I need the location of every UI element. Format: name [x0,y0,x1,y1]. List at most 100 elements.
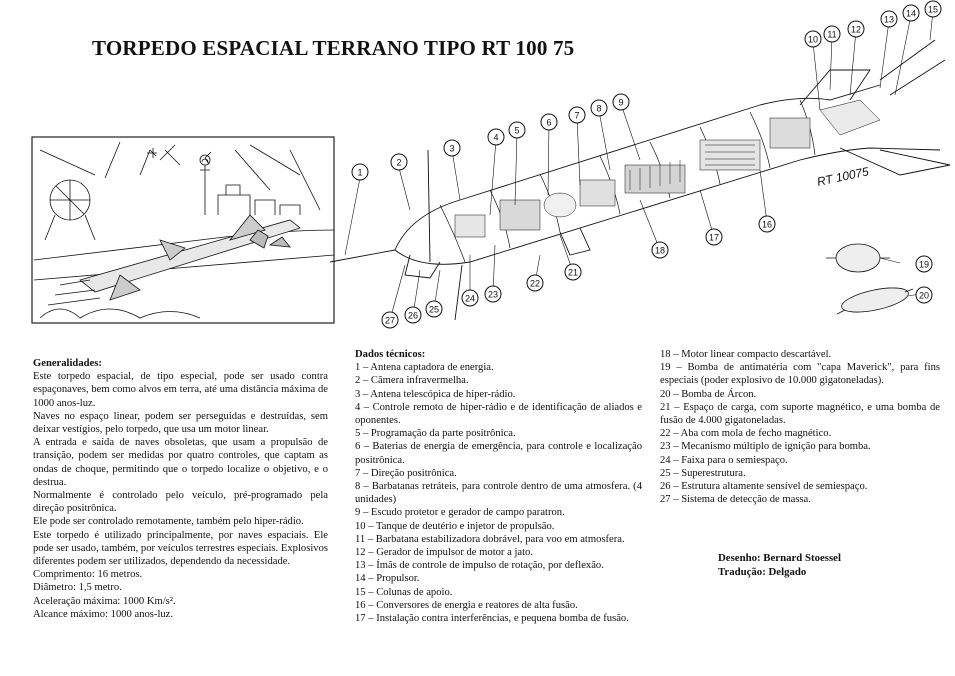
callout-label: 21 [568,268,578,278]
callout-label: 23 [488,290,498,300]
callout-label: 20 [919,291,929,301]
torpedo-cutaway: RT 10075 [329,39,951,321]
technical-data-item: 8 – Barbatanas retráteis, para controle … [355,481,642,506]
callout-7: 7 [568,106,586,124]
technical-data-item: 3 – Antena telescópica de hiper-rádio. [355,388,516,400]
callout-label: 19 [919,260,929,270]
callout-label: 17 [709,233,719,243]
spec-length: Comprimento: 16 metros. [33,569,143,581]
technical-data-item: 9 – Escudo protetor e gerador de campo p… [355,507,565,519]
drawing-credit: Desenho: Bernard Stoessel [718,552,841,564]
callout-label: 25 [429,305,439,315]
technical-data-item: 17 – Instalação contra interferências, e… [355,613,629,625]
callout-label: 2 [396,158,401,168]
callout-20: 20 [915,286,933,304]
generalidades-paragraph: Este torpedo é utilizado principalmente,… [33,529,328,568]
callout-label: 8 [596,104,601,114]
callout-22: 22 [526,274,544,292]
technical-data-column: Dados técnicos: 1 – Antena captadora de … [355,348,642,625]
callout-label: 3 [449,144,454,154]
callout-label: 1 [357,168,362,178]
callout-23: 23 [484,285,502,303]
technical-data-item: 6 – Baterias de energia de emergência, p… [355,441,642,466]
callout-label: 4 [493,133,498,143]
callout-27: 27 [381,311,399,329]
technical-data-item: 27 – Sistema de detecção de massa. [660,494,811,506]
generalidades-paragraph: Ele pode ser controlado remotamente, tam… [33,516,304,528]
callout-label: 12 [851,25,861,35]
callout-label: 18 [655,246,665,256]
technical-data-item: 19 – Bomba de antimatéria com "capa Mave… [660,362,940,387]
scene-illustration [31,136,335,324]
generalidades-paragraph: Naves no espaço linear, podem ser perseg… [33,410,328,436]
technical-data-list-continued: 18 – Motor linear compacto descartável. 1… [660,348,940,506]
callout-19: 19 [915,255,933,273]
callout-4: 4 [487,128,505,146]
callout-label: 16 [762,220,772,230]
callout-label: 14 [906,9,916,19]
spec-diameter: Diâmetro: 1,5 metro. [33,582,122,594]
generalidades-paragraph: A entrada e saída de naves obsoletas, qu… [33,437,328,488]
technical-data-item: 20 – Bomba de Árcon. [660,388,757,400]
callout-9: 9 [612,93,630,111]
callout-6: 6 [540,113,558,131]
technical-data-item: 13 – Ímãs de controle de impulso de rota… [355,560,604,572]
technical-data-list: 1 – Antena captadora de energia.2 – Câme… [355,361,642,625]
callout-label: 6 [546,118,551,128]
callout-16: 16 [758,215,776,233]
callout-label: 11 [827,30,836,40]
callout-label: 27 [385,316,395,326]
generalidades-paragraph: Normalmente é controlado pelo veículo, p… [33,490,328,515]
callout-15: 15 [924,0,942,18]
technical-data-item: 7 – Direção positrônica. [355,467,457,479]
technical-data-column-2: 18 – Motor linear compacto descartável. 1… [660,348,940,506]
technical-data-item: 14 – Propulsor. [355,573,420,585]
credits: Desenho: Bernard Stoessel Tradução: Delg… [718,551,841,579]
translation-credit: Tradução: Delgado [718,566,807,578]
technical-data-item: 15 – Colunas de apoio. [355,586,453,598]
technical-data-item: 10 – Tanque de deutério e injetor de pro… [355,520,555,532]
technical-data-item: 2 – Câmera infravermelha. [355,375,469,387]
spec-acceleration: Aceleração máxima: 1000 Km/s². [33,595,176,607]
generalidades-heading: Generalidades: [33,358,102,369]
callout-label: 26 [408,311,418,321]
callout-label: 22 [530,279,540,289]
callout-14: 14 [902,4,920,22]
technical-data-item: 12 – Gerador de impulsor de motor a jato… [355,547,533,559]
technical-data-item: 11 – Barbatana estabilizadora dobrável, … [355,533,625,545]
callout-24: 24 [461,289,479,307]
spec-range: Alcance máximo: 1000 anos-luz. [33,608,174,620]
callout-21: 21 [564,263,582,281]
callout-3: 3 [443,139,461,157]
callout-2: 2 [390,153,408,171]
callout-25: 25 [425,300,443,318]
callout-label: 10 [808,35,818,45]
generalidades-paragraph: Este torpedo espacial, de tipo especial,… [33,371,328,409]
callout-5: 5 [508,121,526,139]
technical-data-item: 18 – Motor linear compacto descartável. [660,349,832,360]
bomb-illustrations [826,243,914,315]
hull-marking: RT 10075 [816,164,871,189]
callout-18: 18 [651,241,669,259]
technical-data-item: 24 – Faixa para o semiespaço. [660,454,788,466]
technical-data-item: 22 – Aba com mola de fecho magnético. [660,428,832,440]
callout-label: 7 [574,111,579,121]
callout-8: 8 [590,99,608,117]
callout-1: 1 [351,163,369,181]
technical-data-item: 16 – Conversores de energia e reatores d… [355,599,578,611]
technical-data-item: 5 – Programação da parte positrônica. [355,428,516,440]
callout-17: 17 [705,228,723,246]
technical-data-item: 25 – Superestrutura. [660,467,746,479]
callout-12: 12 [847,20,865,38]
callout-10: 10 [804,30,822,48]
callout-label: 24 [465,294,475,304]
technical-data-item: 1 – Antena captadora de energia. [355,362,494,374]
technical-data-item: 21 – Espaço de carga, com suporte magnét… [660,401,940,427]
callout-label: 13 [884,15,894,25]
technical-data-item: 26 – Estrutura altamente sensível de sem… [660,481,868,493]
callout-label: 5 [514,126,519,136]
callout-label: 9 [618,98,623,108]
generalidades-column: Generalidades: Este torpedo espacial, de… [33,357,328,621]
